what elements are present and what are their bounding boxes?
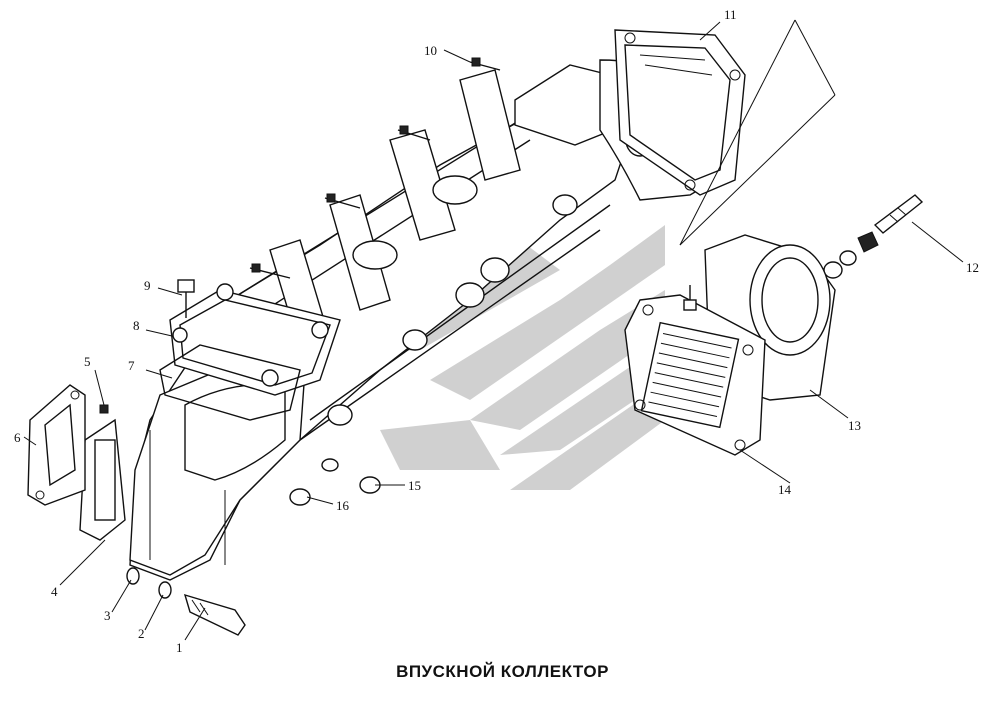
studs-10 bbox=[249, 57, 501, 279]
gasket-6 bbox=[27, 384, 86, 506]
stud-12 bbox=[823, 194, 924, 279]
side-flange-4 bbox=[79, 418, 126, 541]
manifold-body bbox=[129, 64, 641, 581]
label-10: 10 bbox=[424, 43, 437, 58]
label-9: 9 bbox=[144, 278, 151, 293]
label-3: 3 bbox=[104, 608, 111, 623]
label-11: 11 bbox=[724, 7, 737, 22]
label-1: 1 bbox=[176, 640, 183, 655]
label-14: 14 bbox=[778, 482, 792, 497]
label-5: 5 bbox=[84, 354, 91, 369]
label-6: 6 bbox=[14, 430, 21, 445]
fasteners-1-3 bbox=[99, 404, 246, 636]
part-labels: 1 2 3 4 5 6 7 8 9 10 11 12 13 14 15 16 bbox=[14, 7, 979, 655]
diagram-caption: ВПУСКНОЙ КОЛЛЕКТОР bbox=[396, 662, 609, 681]
label-13: 13 bbox=[848, 418, 861, 433]
label-8: 8 bbox=[133, 318, 140, 333]
leader-lines bbox=[23, 19, 964, 641]
flange-11 bbox=[614, 29, 746, 196]
label-4: 4 bbox=[51, 584, 58, 599]
label-16: 16 bbox=[336, 498, 350, 513]
heater-flange-14 bbox=[624, 285, 766, 456]
bolt-9 bbox=[177, 279, 195, 318]
plugs-15-16 bbox=[289, 458, 381, 506]
cover-plate bbox=[159, 283, 341, 421]
label-15: 15 bbox=[408, 478, 421, 493]
label-2: 2 bbox=[138, 626, 145, 641]
label-7: 7 bbox=[128, 358, 135, 373]
label-12: 12 bbox=[966, 260, 979, 275]
